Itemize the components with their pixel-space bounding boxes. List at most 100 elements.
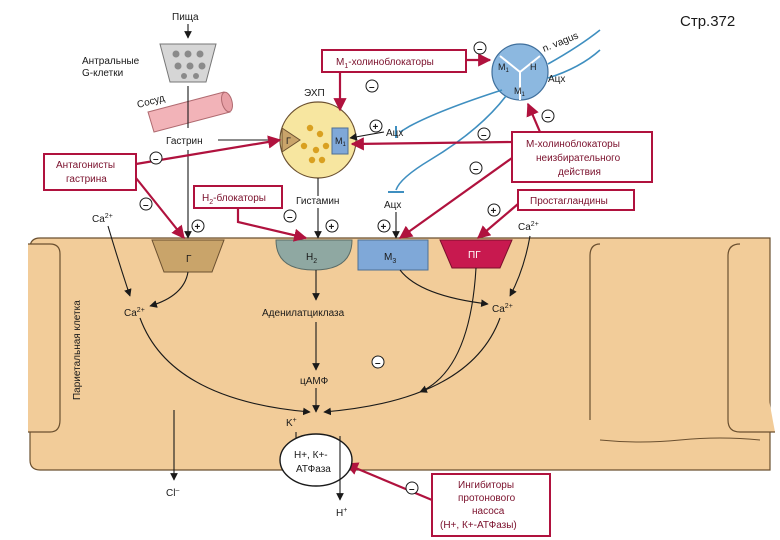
- camp-label: цАМФ: [300, 376, 329, 387]
- m-nonselective-box: М-холиноблокаторы неизбирательного дейст…: [511, 131, 653, 183]
- svg-text:М1: М1: [335, 136, 347, 148]
- svg-text:действия: действия: [558, 167, 601, 178]
- svg-text:Ингибиторы: Ингибиторы: [458, 479, 514, 491]
- h2-receptor-sub: 2: [313, 258, 317, 265]
- k-label: K: [286, 418, 293, 429]
- ach-plus-sign: [377, 219, 391, 233]
- ganglion-m-bottom-label: М: [514, 86, 522, 96]
- gastrin-antag-minus-top: [149, 151, 163, 165]
- svg-text:+: +: [373, 122, 379, 133]
- svg-text:Н2: Н2: [306, 252, 317, 265]
- svg-text:М1: М1: [514, 86, 526, 98]
- ca-inside-left: Ca: [124, 308, 137, 319]
- prostaglandin-receptor: ПГ: [439, 239, 513, 269]
- svg-text:–: –: [481, 130, 487, 141]
- svg-text:+: +: [329, 222, 335, 233]
- h2-blocker-arrow: [236, 208, 308, 242]
- svg-text:Ca2+: Ca2+: [518, 221, 539, 233]
- svg-text:–: –: [153, 154, 159, 165]
- ca-outside-right: Ca: [518, 222, 531, 233]
- m3-receptor-sub: 3: [392, 258, 396, 265]
- cl-label: Cl: [166, 488, 175, 499]
- prostaglandin-receptor-label: ПГ: [468, 250, 481, 261]
- svg-text:–: –: [375, 358, 381, 369]
- m3-receptor: М3: [357, 239, 429, 271]
- m-nonsel-minus-ganglion: [541, 109, 555, 123]
- m3-receptor-label: М: [384, 252, 392, 263]
- ecl-m-receptor-label: М: [335, 136, 343, 146]
- svg-text:+: +: [195, 222, 201, 233]
- gastrin-plus-sign: [191, 219, 205, 233]
- ganglion-n-label: Н: [530, 62, 537, 72]
- svg-text:–: –: [369, 82, 375, 93]
- pg-camp-minus-sign: [371, 355, 385, 369]
- vagus-to-ecl-fiber: [399, 89, 503, 133]
- svg-text:М1-холиноблокаторы: М1-холиноблокаторы: [336, 56, 434, 70]
- g-cells-icon: [159, 43, 217, 83]
- ecl-label: ЭХП: [304, 88, 325, 99]
- svg-text:неизбирательного: неизбирательного: [536, 152, 621, 164]
- svg-text:–: –: [287, 212, 293, 223]
- m1-ecl-minus-sign: [365, 79, 379, 93]
- svg-text:Н+: Н+: [336, 507, 347, 519]
- prostaglandins-box: Простагландины: [517, 189, 635, 211]
- h-label: Н: [336, 508, 343, 519]
- vagus-nerve-branch: [547, 49, 601, 79]
- svg-text:М3: М3: [384, 252, 396, 265]
- food-label: Пища: [172, 12, 199, 23]
- m-nonsel-minus-ecl: [477, 127, 491, 141]
- h2-receptor-label: Н: [306, 252, 313, 263]
- prostaglandin-arrow: [476, 203, 519, 239]
- ca-right-to-pump-arrow: [323, 317, 501, 416]
- ecl-ach-label: Ацх: [386, 128, 403, 139]
- vagus-nerve: [547, 29, 601, 65]
- ganglion-m-top-label: М: [498, 62, 506, 72]
- h2-receptor: Н2: [275, 239, 353, 271]
- svg-text:–: –: [545, 112, 551, 123]
- ca-outside-left: Ca: [92, 214, 105, 225]
- parietal-cell-label: Париетальная клетка: [72, 300, 83, 400]
- svg-text:Ca2+: Ca2+: [92, 213, 113, 225]
- ecl-gastrin-receptor-label: Г: [286, 136, 291, 146]
- m-nonselective-to-ecl-arrow: [350, 137, 513, 151]
- svg-text:–: –: [143, 200, 149, 211]
- svg-text:гастрина: гастрина: [66, 174, 107, 185]
- gastrin-antag-minus-bottom: [139, 197, 153, 211]
- vagus-to-m3-fiber: [395, 95, 507, 191]
- h2-blockers-box: Н2-блокаторы: [193, 185, 283, 209]
- ca-influx-left-arrow: [107, 225, 132, 297]
- pump-inhibitors-box: Ингибиторы протонового насоса (Н+, К+-АТ…: [431, 473, 551, 537]
- svg-text:(Н+, К+-АТФазы): (Н+, К+-АТФазы): [440, 520, 517, 531]
- gastrin-receptor: Г: [151, 239, 225, 273]
- svg-text:М-холиноблокаторы: М-холиноблокаторы: [526, 138, 620, 150]
- gastrin-receptor-to-ca-arrow: [149, 271, 189, 308]
- svg-text:–: –: [473, 164, 479, 175]
- m-nonselective-to-ganglion-arrow: [526, 102, 542, 133]
- m-nonsel-minus-m3: [469, 161, 483, 175]
- atpase-label-line1: Н+, К+-: [294, 450, 328, 461]
- svg-text:Н2-блокаторы: Н2-блокаторы: [202, 192, 266, 206]
- m3-ach-label: Ацх: [384, 200, 401, 211]
- gastrin-receptor-label: Г: [186, 254, 192, 265]
- blood-vessel-icon: [147, 91, 233, 133]
- vagus-ganglion: М1 Н М1: [491, 43, 549, 101]
- svg-text:–: –: [477, 44, 483, 55]
- ganglion-ach-label: Ацх: [548, 74, 565, 85]
- adenylate-label: Аденилатциклаза: [262, 308, 345, 319]
- ca-inside-right: Ca: [492, 304, 505, 315]
- ach-to-ecl-arrow: [349, 131, 385, 141]
- page-reference: Стр.372: [680, 13, 735, 30]
- m1-blockers-box: М1-холиноблокаторы: [321, 49, 467, 73]
- vagus-label: n. vagus: [541, 30, 580, 54]
- svg-text:Ca2+: Ca2+: [492, 303, 513, 315]
- gastrin-antag-to-receptor-arrow: [135, 177, 185, 240]
- ecl-ach-plus-sign: [369, 119, 383, 133]
- svg-text:Антагонисты: Антагонисты: [56, 160, 115, 171]
- ca-left-to-pump-arrow: [139, 317, 311, 416]
- m1-minus-sign: [473, 41, 487, 55]
- gastrin-label: Гастрин: [166, 136, 203, 147]
- svg-text:Простагландины: Простагландины: [530, 196, 608, 207]
- svg-text:насоса: насоса: [472, 506, 505, 517]
- gastrin-antagonists-box: Антагонисты гастрина: [43, 153, 137, 191]
